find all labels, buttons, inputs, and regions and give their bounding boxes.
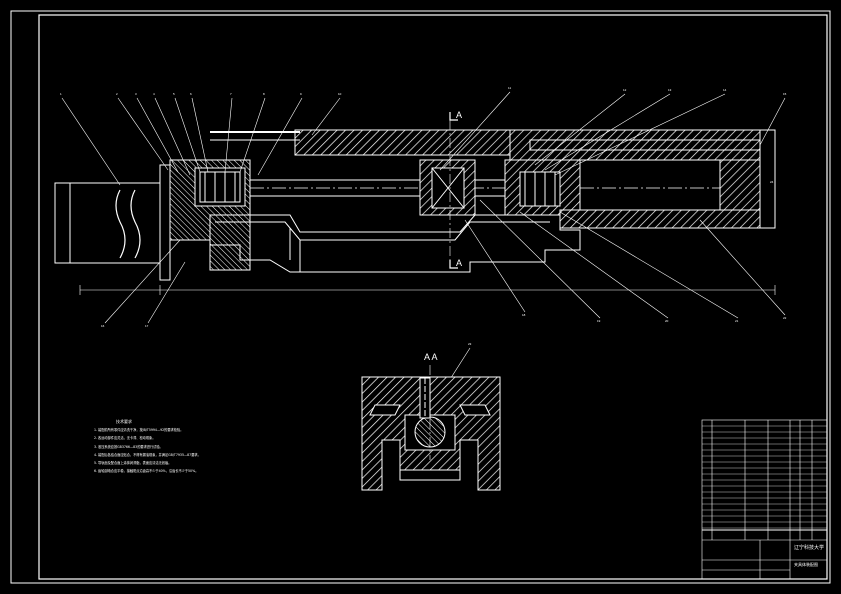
part-balloon-label: 10 — [338, 92, 342, 96]
part-balloon-label: 24 — [770, 180, 774, 184]
part-balloon-label: 6 — [190, 92, 192, 96]
title-block-institution: 辽宁科技大学 — [794, 545, 825, 551]
title-block-drawing-name: 夹具体装配图 — [794, 562, 818, 567]
bom-grid — [702, 425, 827, 529]
part-balloon-label: 15 — [783, 92, 787, 96]
outer-border — [10, 10, 831, 584]
part-balloon-label: 22 — [783, 316, 787, 320]
technical-note-item: 1. 装配前所有零件应清洗干净，按JB/T5994—92的要求检验。 — [94, 428, 184, 433]
technical-note-item: 5. 导轨面及配合面上涂抹润滑脂，表面应清洁无划痕。 — [94, 461, 172, 466]
part-balloon-label: 4 — [153, 92, 155, 96]
technical-notes-title: 技术要求 — [116, 419, 132, 424]
part-balloon-label: 3 — [135, 92, 137, 96]
part-balloon-label: 16 — [101, 324, 105, 328]
part-balloon-label: 8 — [263, 92, 265, 96]
part-balloon-label: 9 — [300, 92, 302, 96]
part-balloon-label: 17 — [145, 324, 149, 328]
part-balloon-label: 13 — [668, 88, 672, 92]
technical-note-item: 2. 各运动部件应灵活，无卡滞、松动现象。 — [94, 436, 156, 441]
part-balloon-label: 18 — [522, 313, 526, 317]
part-balloon-label: 19 — [597, 319, 601, 323]
section-view-title: A A — [424, 352, 438, 362]
part-balloon-label: 5 — [173, 92, 175, 96]
main-view — [54, 112, 776, 295]
section-view-aa — [361, 365, 501, 491]
part-balloon-label: 14 — [723, 88, 727, 92]
part-balloon-label: 12 — [623, 88, 627, 92]
part-balloon-label: 20 — [665, 319, 669, 323]
part-balloon-label: 21 — [735, 319, 739, 323]
technical-note-item: 4. 装配后各结合面应贴合，不得有漏油现象，并满足GB/T7935—87要求。 — [94, 452, 201, 457]
part-balloon-label: 2 — [116, 92, 118, 96]
part-balloon-label: 7 — [230, 92, 232, 96]
part-balloon-label: 11 — [508, 86, 512, 90]
part-balloon-label: 1 — [60, 92, 62, 96]
inner-border — [38, 14, 828, 580]
part-balloon-label: 23 — [468, 342, 472, 346]
technical-note-item: 6. 齿轮副啮合应平稳，接触斑点沿齿高不少于40%，沿齿长不少于50%。 — [94, 469, 199, 474]
section-mark-bottom: A — [456, 258, 463, 268]
technical-note-item: 3. 液压系统应按GB3766—83的要求进行试验。 — [94, 444, 163, 449]
section-mark-top: A — [456, 110, 463, 120]
technical-notes: 技术要求 1. 装配前所有零件应清洗干净，按JB/T5994—92的要求检验。 … — [94, 418, 201, 475]
